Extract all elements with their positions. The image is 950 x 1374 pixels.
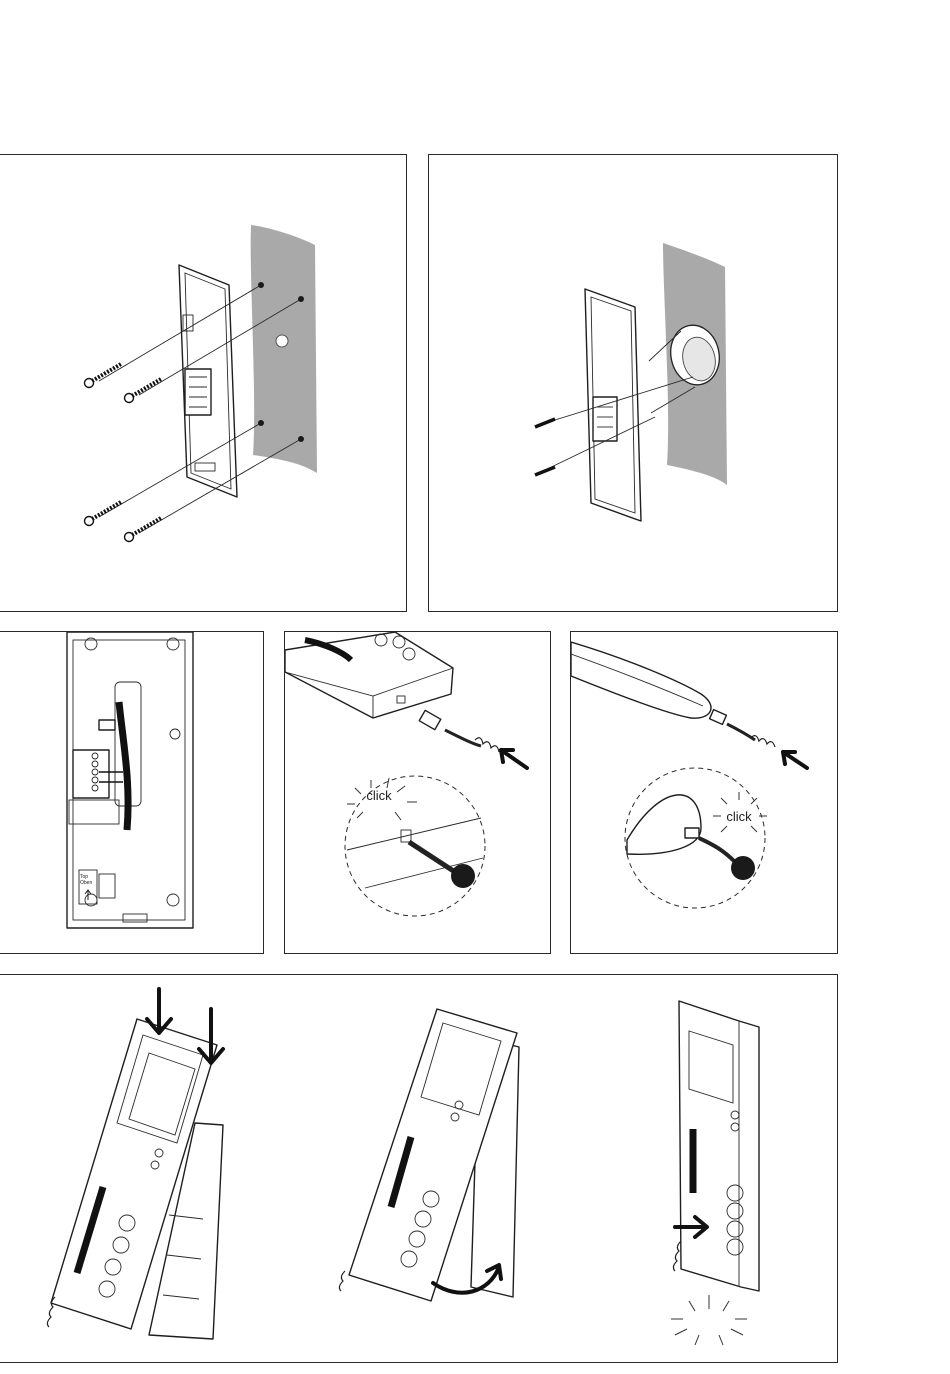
insert-arrow-icon [783, 752, 807, 768]
wall-box-mount-illustration [429, 155, 838, 612]
click-sparkle [671, 1295, 747, 1345]
screw-3 [85, 502, 122, 526]
click-label: click [726, 809, 752, 824]
device-body [285, 632, 453, 718]
plug [419, 710, 441, 729]
screw-1 [85, 364, 122, 388]
screw-2 [125, 379, 162, 403]
panel-wall-box-mount [428, 154, 838, 612]
wall-hole [276, 335, 288, 347]
label-oben: Oben [80, 880, 92, 886]
panel-wiring: Top Oben [0, 631, 264, 954]
panel-plug-handset-device: click [284, 631, 551, 954]
terminal-block [73, 750, 109, 798]
screw-2 [535, 467, 555, 475]
panel-plug-handset-cord: click [570, 631, 838, 954]
plug [710, 710, 727, 725]
click-label: click [366, 788, 392, 803]
insert-arrow-icon [501, 750, 527, 768]
screw-4 [125, 518, 162, 542]
coil-cord [673, 1241, 681, 1271]
step-1-hook-on [47, 989, 223, 1339]
wall-mount-screws-illustration [0, 155, 407, 612]
step-2-swing-closed [339, 1009, 519, 1301]
wall-surface [251, 225, 317, 473]
terminal-block [185, 369, 211, 415]
panel-attach-device [0, 974, 838, 1363]
attach-device-illustration [0, 975, 838, 1363]
down-arrow-icon [199, 1009, 223, 1063]
coil-cord [339, 1271, 345, 1291]
terminal-block [593, 397, 617, 441]
plug-handset-cord-illustration: click [571, 632, 838, 954]
wiring-illustration: Top Oben [0, 632, 264, 954]
coil-cord [751, 736, 775, 747]
plug-handset-device-illustration: click [285, 632, 551, 954]
screw-1 [535, 419, 555, 427]
panel-wall-mount-screws [0, 154, 407, 612]
step-3-mounted [671, 1001, 759, 1345]
